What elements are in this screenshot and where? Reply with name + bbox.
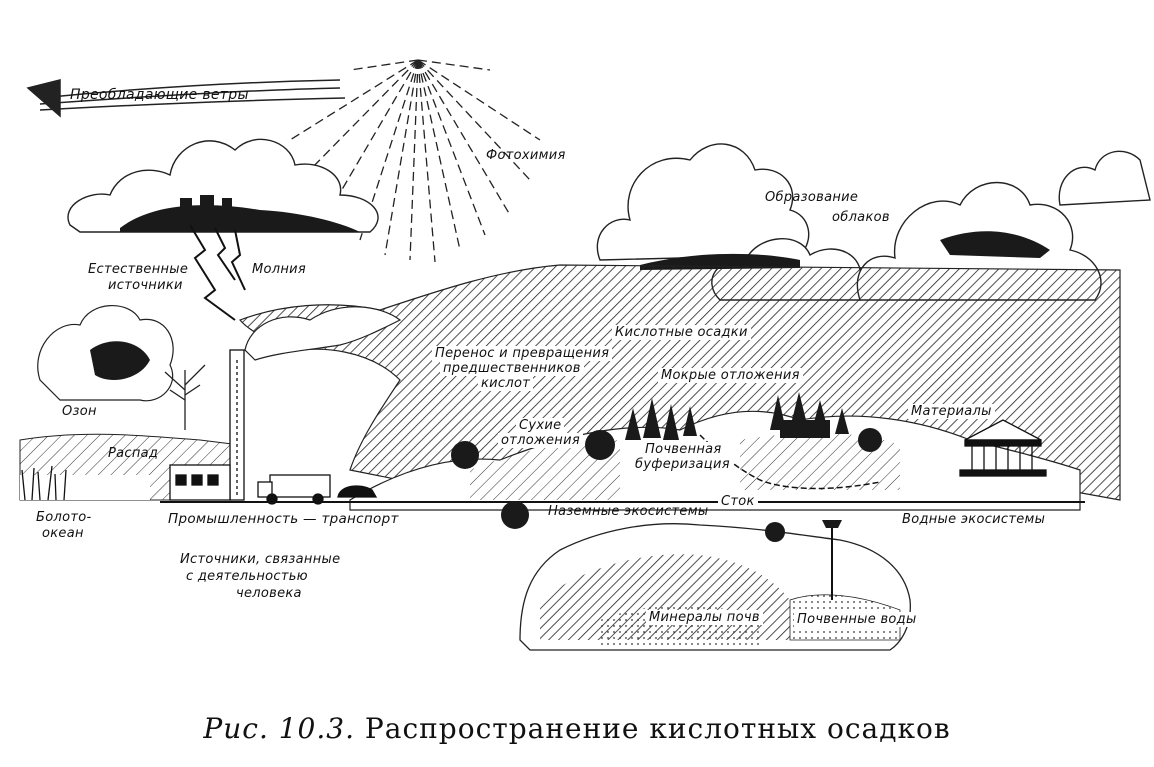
label-cloud-formation-1: Образование xyxy=(765,190,859,205)
label-transport-3: кислот xyxy=(478,376,534,391)
label-soil-buffering-2: буферизация xyxy=(632,457,733,472)
forest xyxy=(451,392,882,469)
label-industry-transport: Промышленность — транспорт xyxy=(168,511,399,527)
left-vegetation xyxy=(37,305,206,430)
figure-title: Распространение кислотных осадков xyxy=(364,712,951,745)
swamp-water xyxy=(20,475,150,500)
cloud-shadow xyxy=(640,231,1050,270)
temple-building xyxy=(959,419,1047,477)
label-terrestrial-ecosystems: Наземные экосистемы xyxy=(548,504,709,519)
label-acid-precipitation: Кислотные осадки xyxy=(612,325,751,340)
reeds xyxy=(21,465,67,501)
label-decay: Распад xyxy=(108,446,159,461)
label-natural-sources-1: Естественные xyxy=(88,262,189,277)
hills-shading xyxy=(470,433,900,500)
label-photochemistry: Фотохимия xyxy=(486,148,566,163)
sun-rays xyxy=(289,59,541,263)
label-transport-1: Перенос и превращения xyxy=(432,346,613,361)
label-human-sources-3: человека xyxy=(236,586,302,601)
label-prevailing-winds: Преобладающие ветры xyxy=(70,87,249,103)
factory xyxy=(169,349,245,501)
wind-arrow xyxy=(26,79,346,118)
label-swamp-2: океан xyxy=(42,526,84,541)
label-soil-buffering-1: Почвенная xyxy=(642,442,725,457)
smoke-plume xyxy=(244,306,402,361)
label-ozone: Озон xyxy=(62,404,97,419)
label-soil-minerals: Минералы почв xyxy=(646,610,763,625)
storm-cloud xyxy=(67,138,379,233)
figure-number: Рис. 10.3. xyxy=(203,712,355,745)
label-transport-2: предшественников xyxy=(440,361,584,376)
label-dry-deposition-1: Сухие xyxy=(516,418,565,433)
figure-caption: Рис. 10.3. Распространение кислотных оса… xyxy=(0,712,1154,745)
lightning-bolts xyxy=(189,224,246,321)
label-soil-water: Почвенные воды xyxy=(794,612,920,627)
label-human-sources-1: Источники, связанные xyxy=(180,552,341,567)
label-dry-deposition-2: отложения xyxy=(498,433,583,448)
label-natural-sources-2: источники xyxy=(108,278,183,293)
label-swamp-1: Болото- xyxy=(36,510,92,525)
vehicles xyxy=(257,474,378,505)
label-human-sources-2: с деятельностью xyxy=(186,569,308,584)
label-cloud-formation-2: облаков xyxy=(832,210,890,225)
label-runoff: Сток xyxy=(718,494,758,509)
label-lightning: Молния xyxy=(252,262,307,277)
soil-trees xyxy=(501,501,842,600)
label-materials: Материалы xyxy=(908,404,995,419)
label-aquatic-ecosystems: Водные экосистемы xyxy=(902,512,1046,527)
label-wet-deposition: Мокрые отложения xyxy=(658,368,803,383)
